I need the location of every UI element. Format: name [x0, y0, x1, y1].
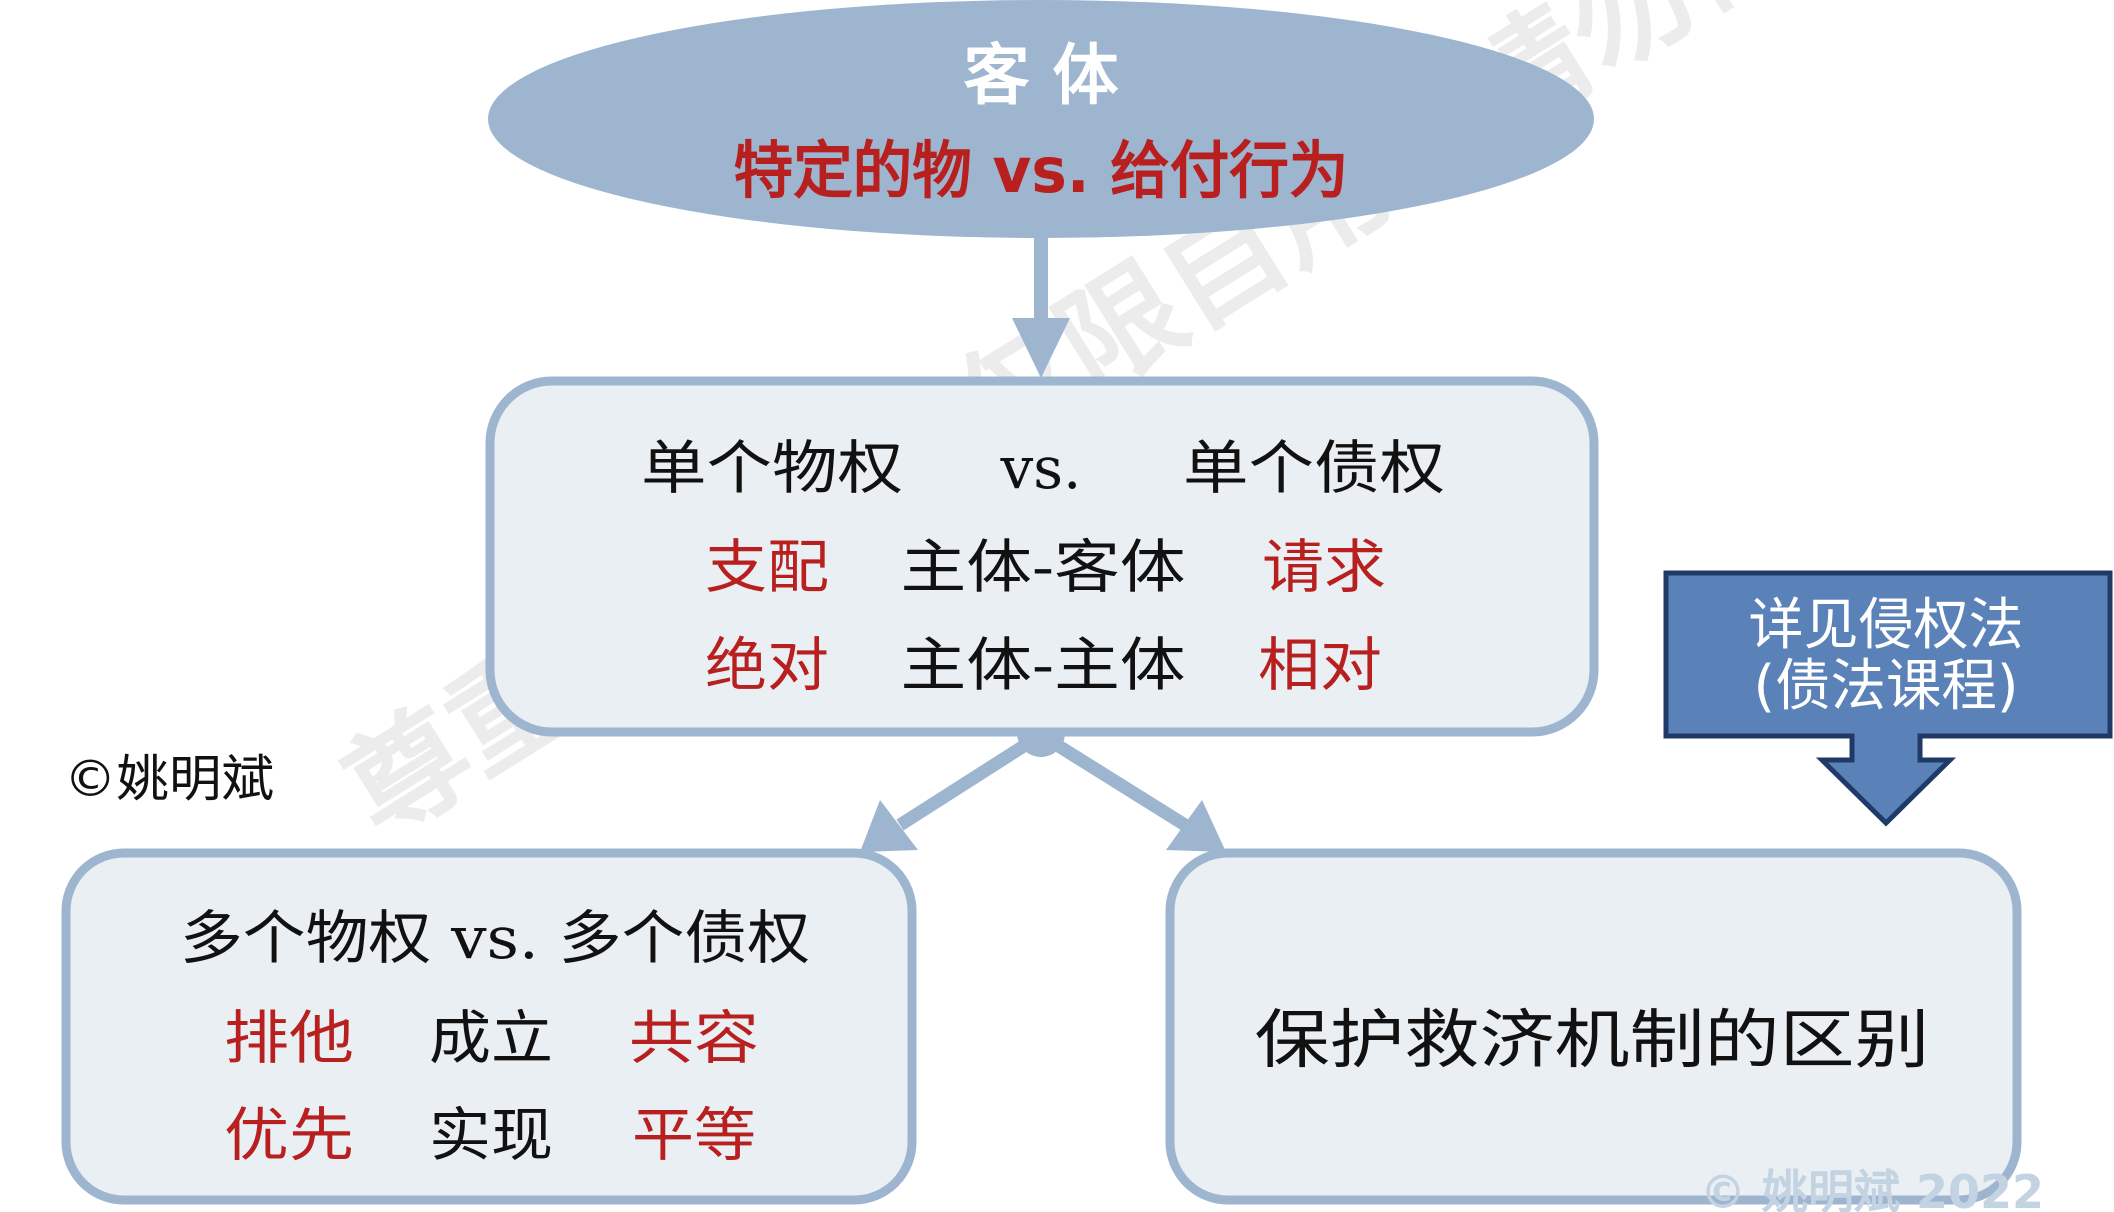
branch-right-shaft: [1037, 729, 1189, 831]
header-vs: vs.: [1000, 434, 1082, 502]
row-right: 平等: [632, 1101, 756, 1169]
row-middle: 实现: [429, 1101, 553, 1169]
row-left: 支配: [705, 533, 829, 601]
row-right: 共容: [629, 1004, 759, 1072]
single-rights-box: 单个物权 vs. 单个债权 支配 主体-客体 请求 绝对 主体-主体 相对: [485, 376, 1599, 737]
row-left: 绝对: [705, 631, 829, 699]
callout-line2: (债法课程): [1754, 654, 2019, 719]
row-left: 优先: [224, 1101, 354, 1169]
branch-left-shaft: [896, 729, 1045, 831]
remedy-box: 保护救济机制的区别: [1165, 848, 2022, 1205]
object-ellipse: 客 体 特定的物 vs. 给付行为: [488, 0, 1594, 238]
callout-see-tort-law: 详见侵权法 (债法课程): [1663, 570, 2113, 827]
row-left: 排他: [224, 1004, 354, 1072]
object-title: 客 体: [964, 37, 1119, 114]
arrow-right-down-icon: [1166, 800, 1226, 852]
arrow-down-icon: [1012, 318, 1070, 378]
arrow-left-down-icon: [860, 800, 918, 852]
row-middle: 成立: [429, 1004, 553, 1072]
copyright-label: ©姚明斌: [64, 750, 274, 808]
row-right: 相对: [1258, 631, 1382, 699]
multiple-rights-box: 多个物权 vs. 多个债权 排他 成立 共容 优先 实现 平等: [61, 848, 917, 1205]
row-middle: 主体-主体: [901, 631, 1186, 699]
row-right: 请求: [1262, 533, 1386, 601]
watermark-footer: © 姚明斌 2022: [1700, 1165, 2044, 1212]
row-middle: 主体-客体: [901, 533, 1186, 601]
object-subtitle: 特定的物 vs. 给付行为: [734, 134, 1349, 207]
callout-line1: 详见侵权法: [1749, 593, 2024, 658]
remedy-text: 保护救济机制的区别: [1255, 1004, 1930, 1078]
header-single-real-right: 单个物权: [641, 434, 903, 502]
header-single-claim-right: 单个债权: [1183, 434, 1445, 502]
multiple-header: 多个物权 vs. 多个债权: [180, 904, 810, 972]
